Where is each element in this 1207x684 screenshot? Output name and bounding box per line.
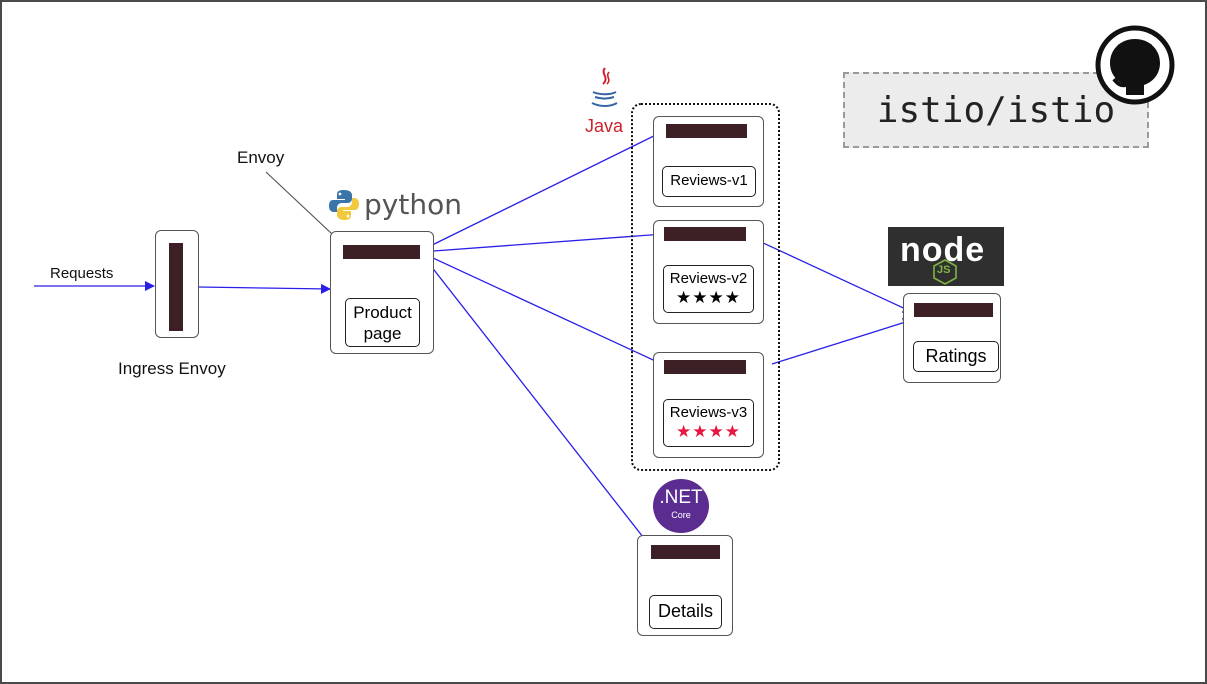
python-logo: python (328, 188, 462, 222)
reviews-v3-service: Reviews-v3 ★★★★ (663, 399, 754, 447)
productpage-label-line1: Product (353, 303, 412, 322)
ratings-sidecar (914, 303, 993, 317)
reviews-v1-service: Reviews-v1 (662, 166, 756, 197)
ingress-envoy-label: Ingress Envoy (118, 359, 226, 378)
productpage-to-reviews-v2-arrow (419, 229, 665, 253)
java-logo: Java (582, 66, 626, 138)
python-snake-icon (329, 190, 359, 220)
ratings-pod: Ratings (903, 293, 1001, 383)
productpage-pod: Product page (330, 231, 434, 354)
reviews-v2-to-ratings-arrow (745, 234, 913, 313)
envoy-label: Envoy (237, 148, 285, 167)
dotnet-logo-text: .NET (659, 487, 703, 508)
productpage-to-details-arrow (419, 251, 651, 547)
nodejs-logo: node JS (888, 227, 1004, 286)
reviews-v2-sidecar (664, 227, 746, 241)
ingress-envoy-pod (155, 230, 199, 338)
productpage-to-reviews-v3-arrow (419, 251, 665, 366)
ingress-to-productpage-arrow (197, 283, 331, 294)
reviews-group (631, 103, 780, 471)
repo-tag: istio/istio (843, 72, 1149, 148)
reviews-v3-stars: ★★★★ (676, 422, 741, 441)
java-logo-text: Java (585, 116, 624, 136)
nodejs-hex-icon (933, 259, 957, 285)
details-pod: Details (637, 535, 733, 636)
nodejs-logo-text: node (900, 231, 986, 269)
dotnet-logo: .NET Core (653, 479, 709, 533)
reviews-v1-sidecar (666, 124, 747, 138)
details-service: Details (649, 595, 722, 629)
details-sidecar (651, 545, 720, 559)
ingress-envoy-proxy (169, 243, 183, 331)
github-icon[interactable] (1095, 25, 1175, 105)
reviews-v2-service: Reviews-v2 ★★★★ (663, 265, 754, 313)
repo-name: istio/istio (876, 89, 1116, 131)
productpage-service: Product page (345, 298, 420, 347)
reviews-v1-pod: Reviews-v1 (653, 116, 764, 207)
reviews-v3-to-ratings-arrow (771, 317, 913, 365)
java-cup-icon (591, 67, 618, 107)
productpage-to-reviews-v1-arrow (419, 129, 667, 252)
requests-label: Requests (50, 265, 114, 282)
ratings-service: Ratings (913, 341, 999, 372)
dotnet-logo-subtext: Core (671, 510, 691, 520)
productpage-sidecar (343, 245, 420, 259)
reviews-v3-sidecar (664, 360, 746, 374)
reviews-v2-label: Reviews-v2 (669, 270, 748, 287)
python-logo-text: python (364, 188, 462, 221)
nodejs-badge: JS (937, 264, 951, 276)
reviews-v2-stars: ★★★★ (676, 288, 741, 307)
productpage-label-line2: page (363, 324, 402, 343)
reviews-v3-pod: Reviews-v3 ★★★★ (653, 352, 764, 458)
reviews-v3-label: Reviews-v3 (669, 404, 748, 421)
reviews-v2-pod: Reviews-v2 ★★★★ (653, 220, 764, 324)
